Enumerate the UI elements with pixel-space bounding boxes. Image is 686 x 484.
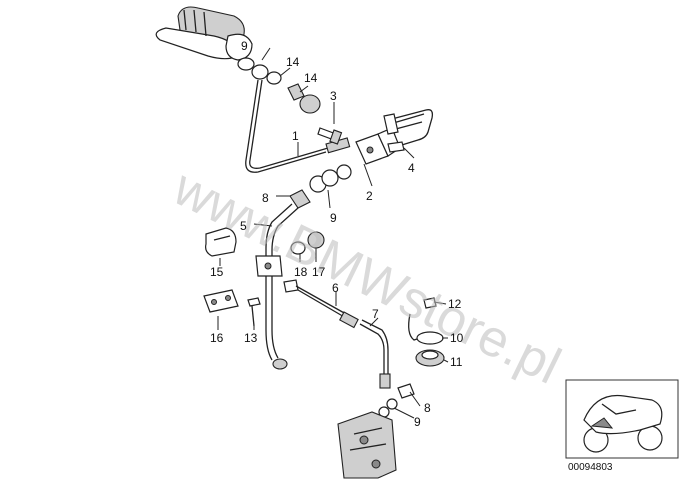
motorcycle-thumbnail: 00094803 [565, 379, 679, 473]
brake-line-1 [245, 79, 351, 173]
brake-line-7 [359, 319, 391, 389]
callout-16: 18 [294, 265, 308, 279]
callout-14-left: 13 [244, 331, 258, 345]
parts-right [408, 297, 445, 367]
callout-7: 7 [372, 307, 379, 321]
callout-15: 17 [312, 265, 326, 279]
bolt-3 [317, 127, 343, 145]
callout-6: 6 [332, 281, 339, 295]
callout-1: 1 [292, 129, 299, 143]
callout-17: 10 [450, 331, 464, 345]
hose-5 [255, 203, 299, 370]
callout-4: 4 [408, 161, 415, 175]
callout-12: 15 [210, 265, 224, 279]
diagram-code: 00094803 [568, 462, 613, 473]
callout-2: 2 [366, 189, 373, 203]
callout-3: 3 [330, 89, 337, 103]
callout-11: 14 [304, 71, 318, 85]
callout-10: 14 [286, 55, 300, 69]
leader-lines [217, 47, 449, 419]
callout-18: 11 [450, 355, 463, 369]
callout-8-bottom: 8 [424, 401, 431, 415]
distributor-2 [355, 109, 434, 165]
clip-12 [205, 227, 237, 257]
bracket-13 [203, 289, 261, 327]
callout-14-right: 12 [448, 297, 462, 311]
banjo-fitting-top [237, 57, 321, 114]
callout-13: 16 [210, 331, 224, 345]
callout-9-bottom: 9 [414, 415, 421, 429]
callout-8-center: 8 [262, 191, 269, 205]
brake-line-6 [283, 279, 359, 329]
brake-caliper [337, 411, 397, 479]
washers-center [289, 164, 352, 255]
callout-9: 9 [241, 39, 248, 53]
handlebar-lever [155, 6, 253, 61]
callout-5: 5 [240, 219, 247, 233]
callout-9-center: 9 [330, 211, 337, 225]
bolt-8-bottom [378, 383, 415, 418]
